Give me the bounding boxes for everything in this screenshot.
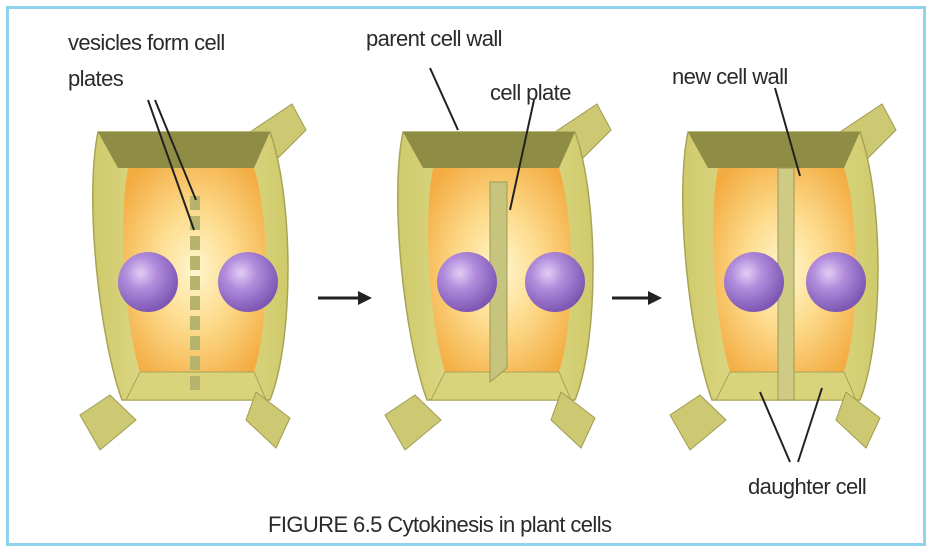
label-parent-cell-wall: parent cell wall <box>366 26 502 51</box>
nucleus-right <box>806 252 866 312</box>
label-vesicles-line2: plates <box>68 66 124 91</box>
figure-caption: FIGURE 6.5 Cytokinesis in plant cells <box>268 512 612 537</box>
nucleus-right <box>525 252 585 312</box>
nucleus-left <box>118 252 178 312</box>
label-daughter-cell: daughter cell <box>748 474 866 499</box>
nucleus-right <box>218 252 278 312</box>
nucleus-left <box>724 252 784 312</box>
label-new-cell-wall: new cell wall <box>672 64 788 89</box>
label-vesicles-line1: vesicles form cell <box>68 30 225 55</box>
label-cell-plate: cell plate <box>490 80 571 105</box>
cell-stage-2 <box>385 104 611 450</box>
cell-stage-1 <box>80 104 306 450</box>
nucleus-left <box>437 252 497 312</box>
arrow-1 <box>318 291 372 305</box>
cell-stage-3 <box>670 104 896 450</box>
arrow-2 <box>612 291 662 305</box>
